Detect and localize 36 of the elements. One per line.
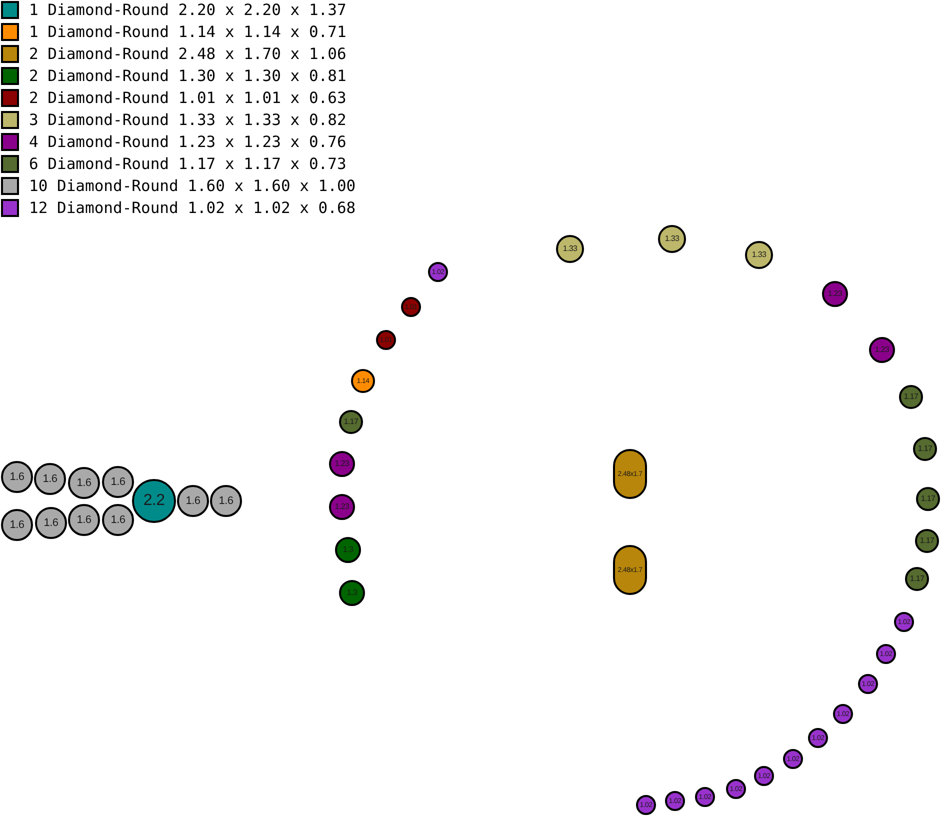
legend-text: 2 Diamond-Round 1.01 x 1.01 x 0.63 — [29, 89, 346, 107]
bead-size-label: 1.6 — [10, 520, 24, 530]
bead-size-label: 1.33 — [664, 235, 680, 243]
bead-size-label: 1.23 — [334, 503, 350, 511]
bead-size-label: 1.6 — [110, 476, 126, 488]
bead-size-label: 1.23 — [828, 290, 842, 298]
legend-text: 4 Diamond-Round 1.23 x 1.23 x 0.76 — [29, 133, 346, 151]
bead-size-label: 1.23 — [334, 460, 350, 468]
bead-size-label: 1.6 — [76, 514, 92, 526]
bead-size-label: 1.6 — [186, 496, 200, 506]
bead-size-label: 1.17 — [910, 575, 924, 583]
bead-size-label: 1.6 — [44, 518, 58, 528]
legend-text: 1 Diamond-Round 1.14 x 1.14 x 0.71 — [29, 23, 346, 41]
bead-size-label: 1.17 — [344, 418, 358, 426]
legend-text: 2 Diamond-Round 1.30 x 1.30 x 0.81 — [29, 67, 346, 85]
bead-size-label: 1.3 — [342, 546, 354, 554]
bead-size-label: 1.6 — [10, 472, 24, 482]
bead-size-label: 1.17 — [920, 495, 936, 503]
bead-size-label: 2.2 — [143, 493, 165, 509]
bead-size-label: 1.17 — [920, 537, 934, 545]
legend-text: 6 Diamond-Round 1.17 x 1.17 x 0.73 — [29, 155, 346, 173]
bead-size-label: 1.6 — [218, 496, 234, 506]
legend-text: 10 Diamond-Round 1.60 x 1.60 x 1.00 — [29, 177, 356, 195]
bead-size-label: 1.3 — [346, 589, 358, 597]
bead-size-label: 1.17 — [918, 445, 932, 453]
bead-size-label: 1.6 — [110, 514, 126, 526]
bead-size-label: 1.6 — [76, 478, 92, 488]
bead-size-label: 1.33 — [752, 251, 766, 259]
legend-text: 12 Diamond-Round 1.02 x 1.02 x 0.68 — [29, 199, 356, 217]
legend-text: 1 Diamond-Round 2.20 x 2.20 x 1.37 — [29, 1, 346, 19]
bead-size-label: 1.17 — [904, 393, 918, 401]
bead-size-label: 1.6 — [42, 474, 58, 484]
bead-size-label: 1.23 — [874, 346, 890, 354]
bead-size-label: 1.33 — [562, 245, 578, 253]
legend-text: 3 Diamond-Round 1.33 x 1.33 x 0.82 — [29, 111, 346, 129]
legend-text: 2 Diamond-Round 2.48 x 1.70 x 1.06 — [29, 45, 346, 63]
